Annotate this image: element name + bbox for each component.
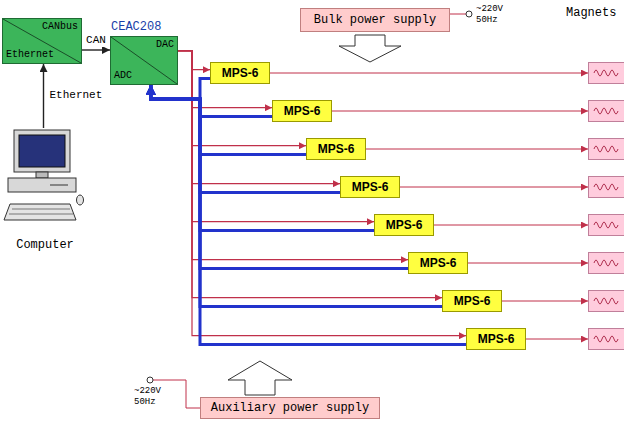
module-label: MPS-6 (284, 104, 321, 118)
network-link (43, 64, 44, 128)
hollow-arrow (228, 361, 292, 395)
power-supply-module: MPS-6 (340, 176, 400, 198)
magnets (589, 63, 624, 350)
output-line (270, 73, 588, 74)
module-label: MPS-6 (352, 180, 389, 194)
power-supply-module: MPS-6 (466, 328, 526, 350)
readback-line (151, 85, 466, 345)
magnet-coil (589, 101, 624, 122)
power-supply-box: Bulk power supply (300, 8, 450, 32)
link-label: Ethernet (49, 89, 104, 102)
mains-rating: ~220V 50Hz (476, 4, 508, 26)
module-label: MPS-6 (478, 332, 515, 346)
magnet-coil (589, 253, 624, 274)
monitor-stand (36, 172, 48, 178)
output-line (366, 149, 588, 150)
icon-caption: Computer (5, 238, 85, 252)
magnet-outputs (270, 73, 588, 339)
drive-slot (50, 185, 68, 186)
magnet-coil (589, 63, 624, 84)
control-line (178, 51, 442, 298)
power-supply-module: MPS-6 (442, 290, 502, 312)
module-label: MPS-6 (454, 294, 491, 308)
mains-terminal (466, 11, 472, 17)
monitor (14, 130, 70, 172)
power-supply-module: MPS-6 (408, 252, 468, 274)
power-supply-module: MPS-6 (210, 62, 270, 84)
control-line (178, 51, 210, 70)
power-supply-module: MPS-6 (272, 100, 332, 122)
module-label: MPS-6 (386, 218, 423, 232)
mains-wire (450, 14, 466, 15)
module-label: MPS-6 (420, 256, 457, 270)
output-line (434, 225, 588, 226)
output-line (332, 111, 588, 112)
magnet-coil (589, 177, 624, 198)
output-line (502, 301, 588, 302)
readback-line (151, 85, 272, 117)
power-supply-module: MPS-6 (374, 214, 434, 236)
section-heading: Magnets (566, 6, 616, 20)
readback-line (151, 85, 442, 307)
mouse (77, 195, 84, 205)
box-label: Bulk power supply (314, 13, 436, 27)
device-name: CEAC208 (111, 20, 161, 34)
keyboard-keys (9, 209, 73, 214)
diagonal-line (3, 19, 81, 63)
module-label: MPS-6 (318, 142, 355, 156)
port-name: ADC (114, 70, 132, 82)
readback-line (151, 85, 374, 231)
magnet-coil (589, 215, 624, 236)
computer-icon (4, 130, 84, 220)
box-label: Auxiliary power supply (211, 401, 369, 415)
interface-name: CANbus (42, 21, 78, 33)
screen (19, 135, 65, 167)
module-label: MPS-6 (222, 66, 259, 80)
link-label: CAN (85, 34, 107, 47)
system-unit (8, 178, 76, 192)
output-line (400, 187, 588, 188)
readback-line (151, 85, 408, 269)
magnet-coil (589, 291, 624, 312)
power-supply-module: MPS-6 (306, 138, 366, 160)
interface-name: Ethernet (6, 49, 54, 61)
hollow-arrow (339, 35, 401, 62)
keyboard (4, 204, 76, 220)
network-link (82, 49, 110, 50)
port-name: DAC (156, 39, 174, 51)
magnet-coil (589, 329, 624, 350)
output-line (526, 339, 588, 340)
mains-rating: ~220V 50Hz (134, 386, 166, 408)
controller-box: CEAC208DACADC (110, 36, 178, 85)
power-supply-box: Auxiliary power supply (200, 397, 380, 419)
mains-terminal (147, 377, 153, 383)
diagonal-line (111, 37, 177, 84)
magnet-coil (589, 139, 624, 160)
output-line (468, 263, 588, 264)
computer: Computer (5, 128, 85, 252)
converter-box: CANbusEthernet (2, 18, 82, 64)
